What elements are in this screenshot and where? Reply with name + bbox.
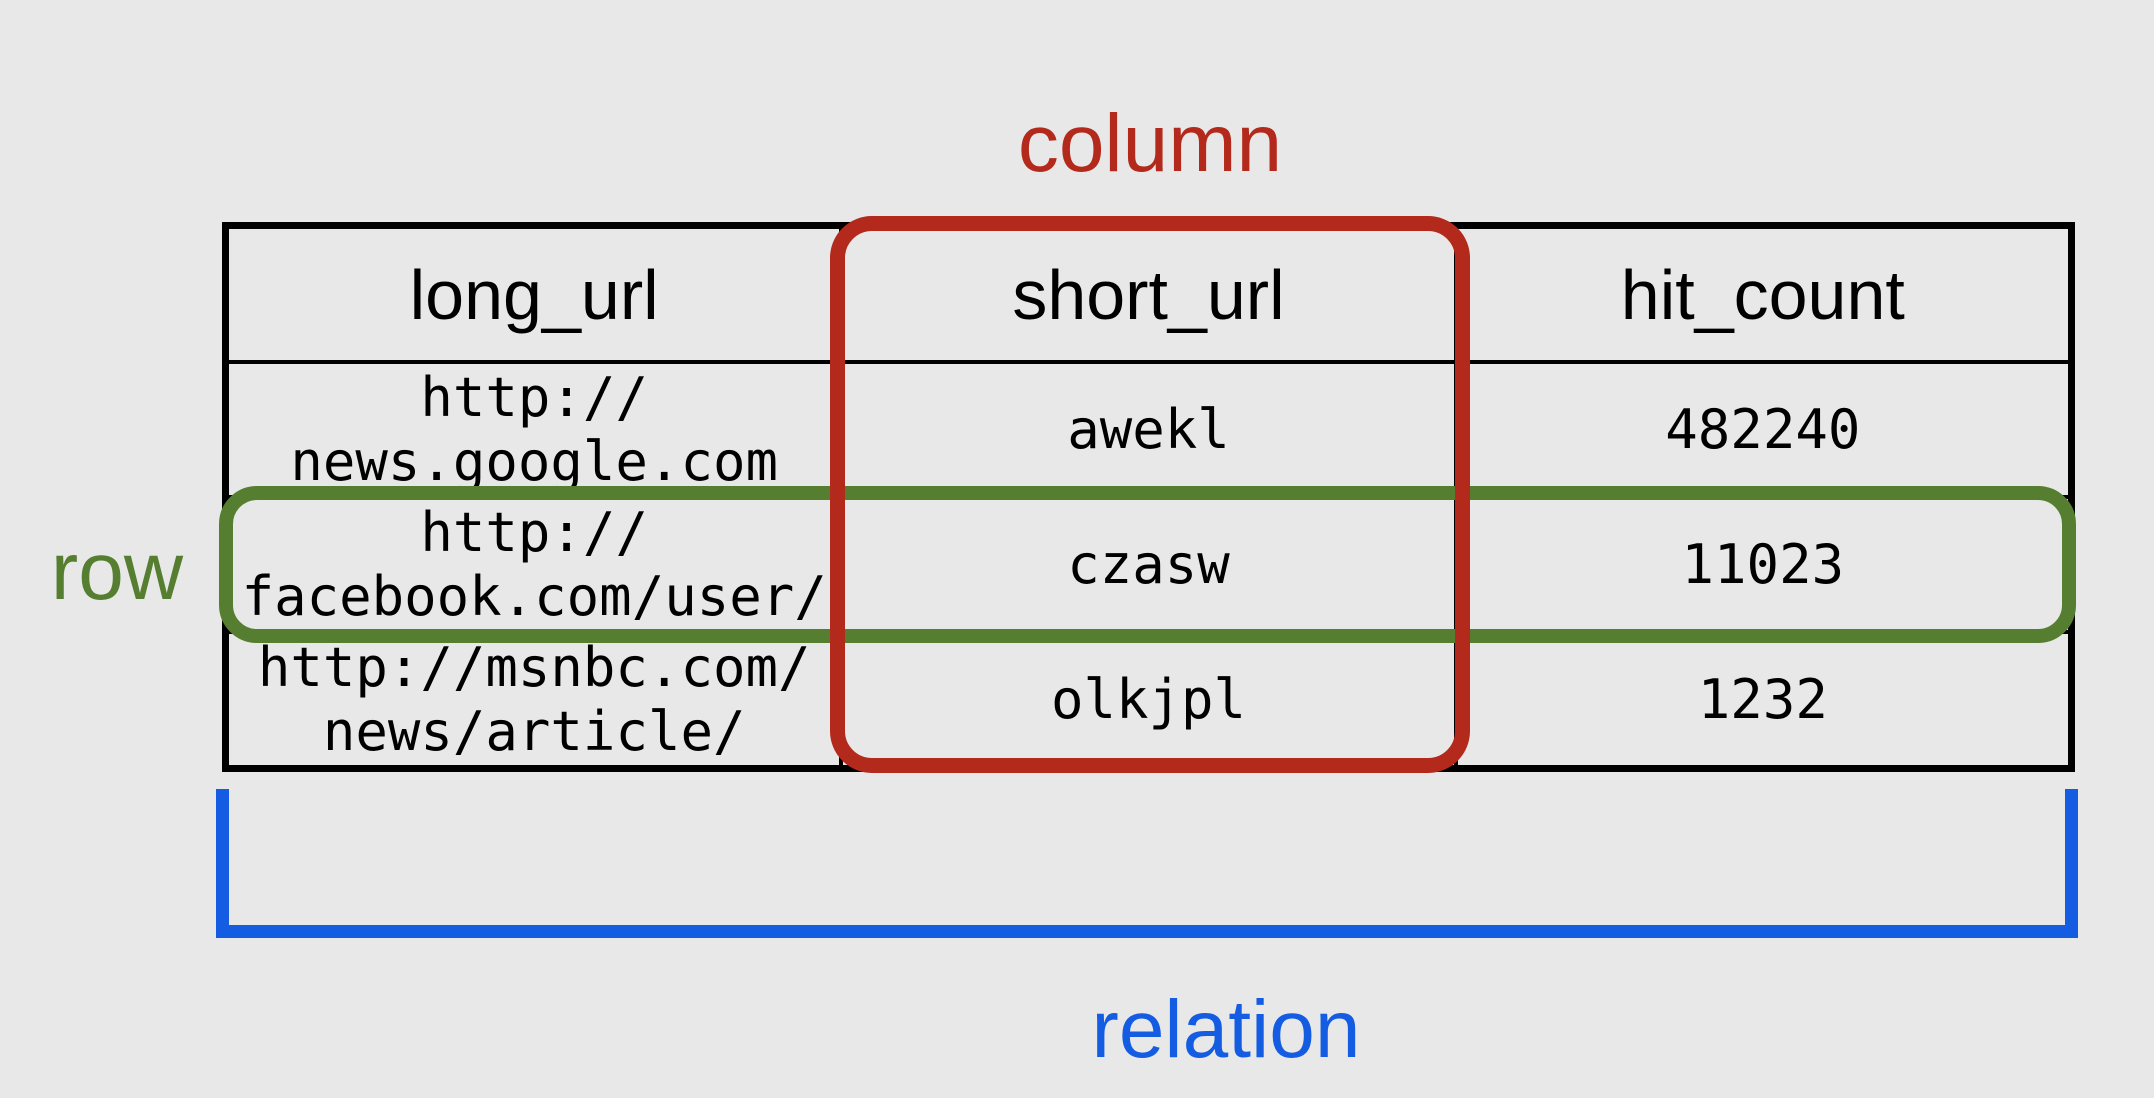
header-cell-long-url: long_url (227, 227, 842, 362)
cell-long-url-row3: http://msnbc.com/ news/article/ (227, 632, 842, 767)
cell-line: http:// (420, 365, 648, 429)
relation-label: relation (1091, 984, 1361, 1075)
cell-hit-count-row3: 1232 (1455, 632, 2070, 767)
column-highlight-outline (830, 216, 1470, 773)
cell-line: http:// (420, 500, 648, 564)
row-label: row (50, 526, 184, 617)
cell-line: http://msnbc.com/ (257, 635, 811, 699)
cell-line: news.google.com (290, 429, 778, 493)
cell-long-url-row1: http:// news.google.com (227, 362, 842, 497)
header-cell-hit-count: hit_count (1455, 227, 2070, 362)
cell-line: facebook.com/user/ (241, 564, 827, 628)
cell-hit-count-row1: 482240 (1455, 362, 2070, 497)
cell-line: news/article/ (322, 699, 746, 763)
column-label: column (1017, 98, 1283, 189)
row-highlight-outline (219, 486, 2076, 643)
relation-bracket (216, 789, 2078, 938)
